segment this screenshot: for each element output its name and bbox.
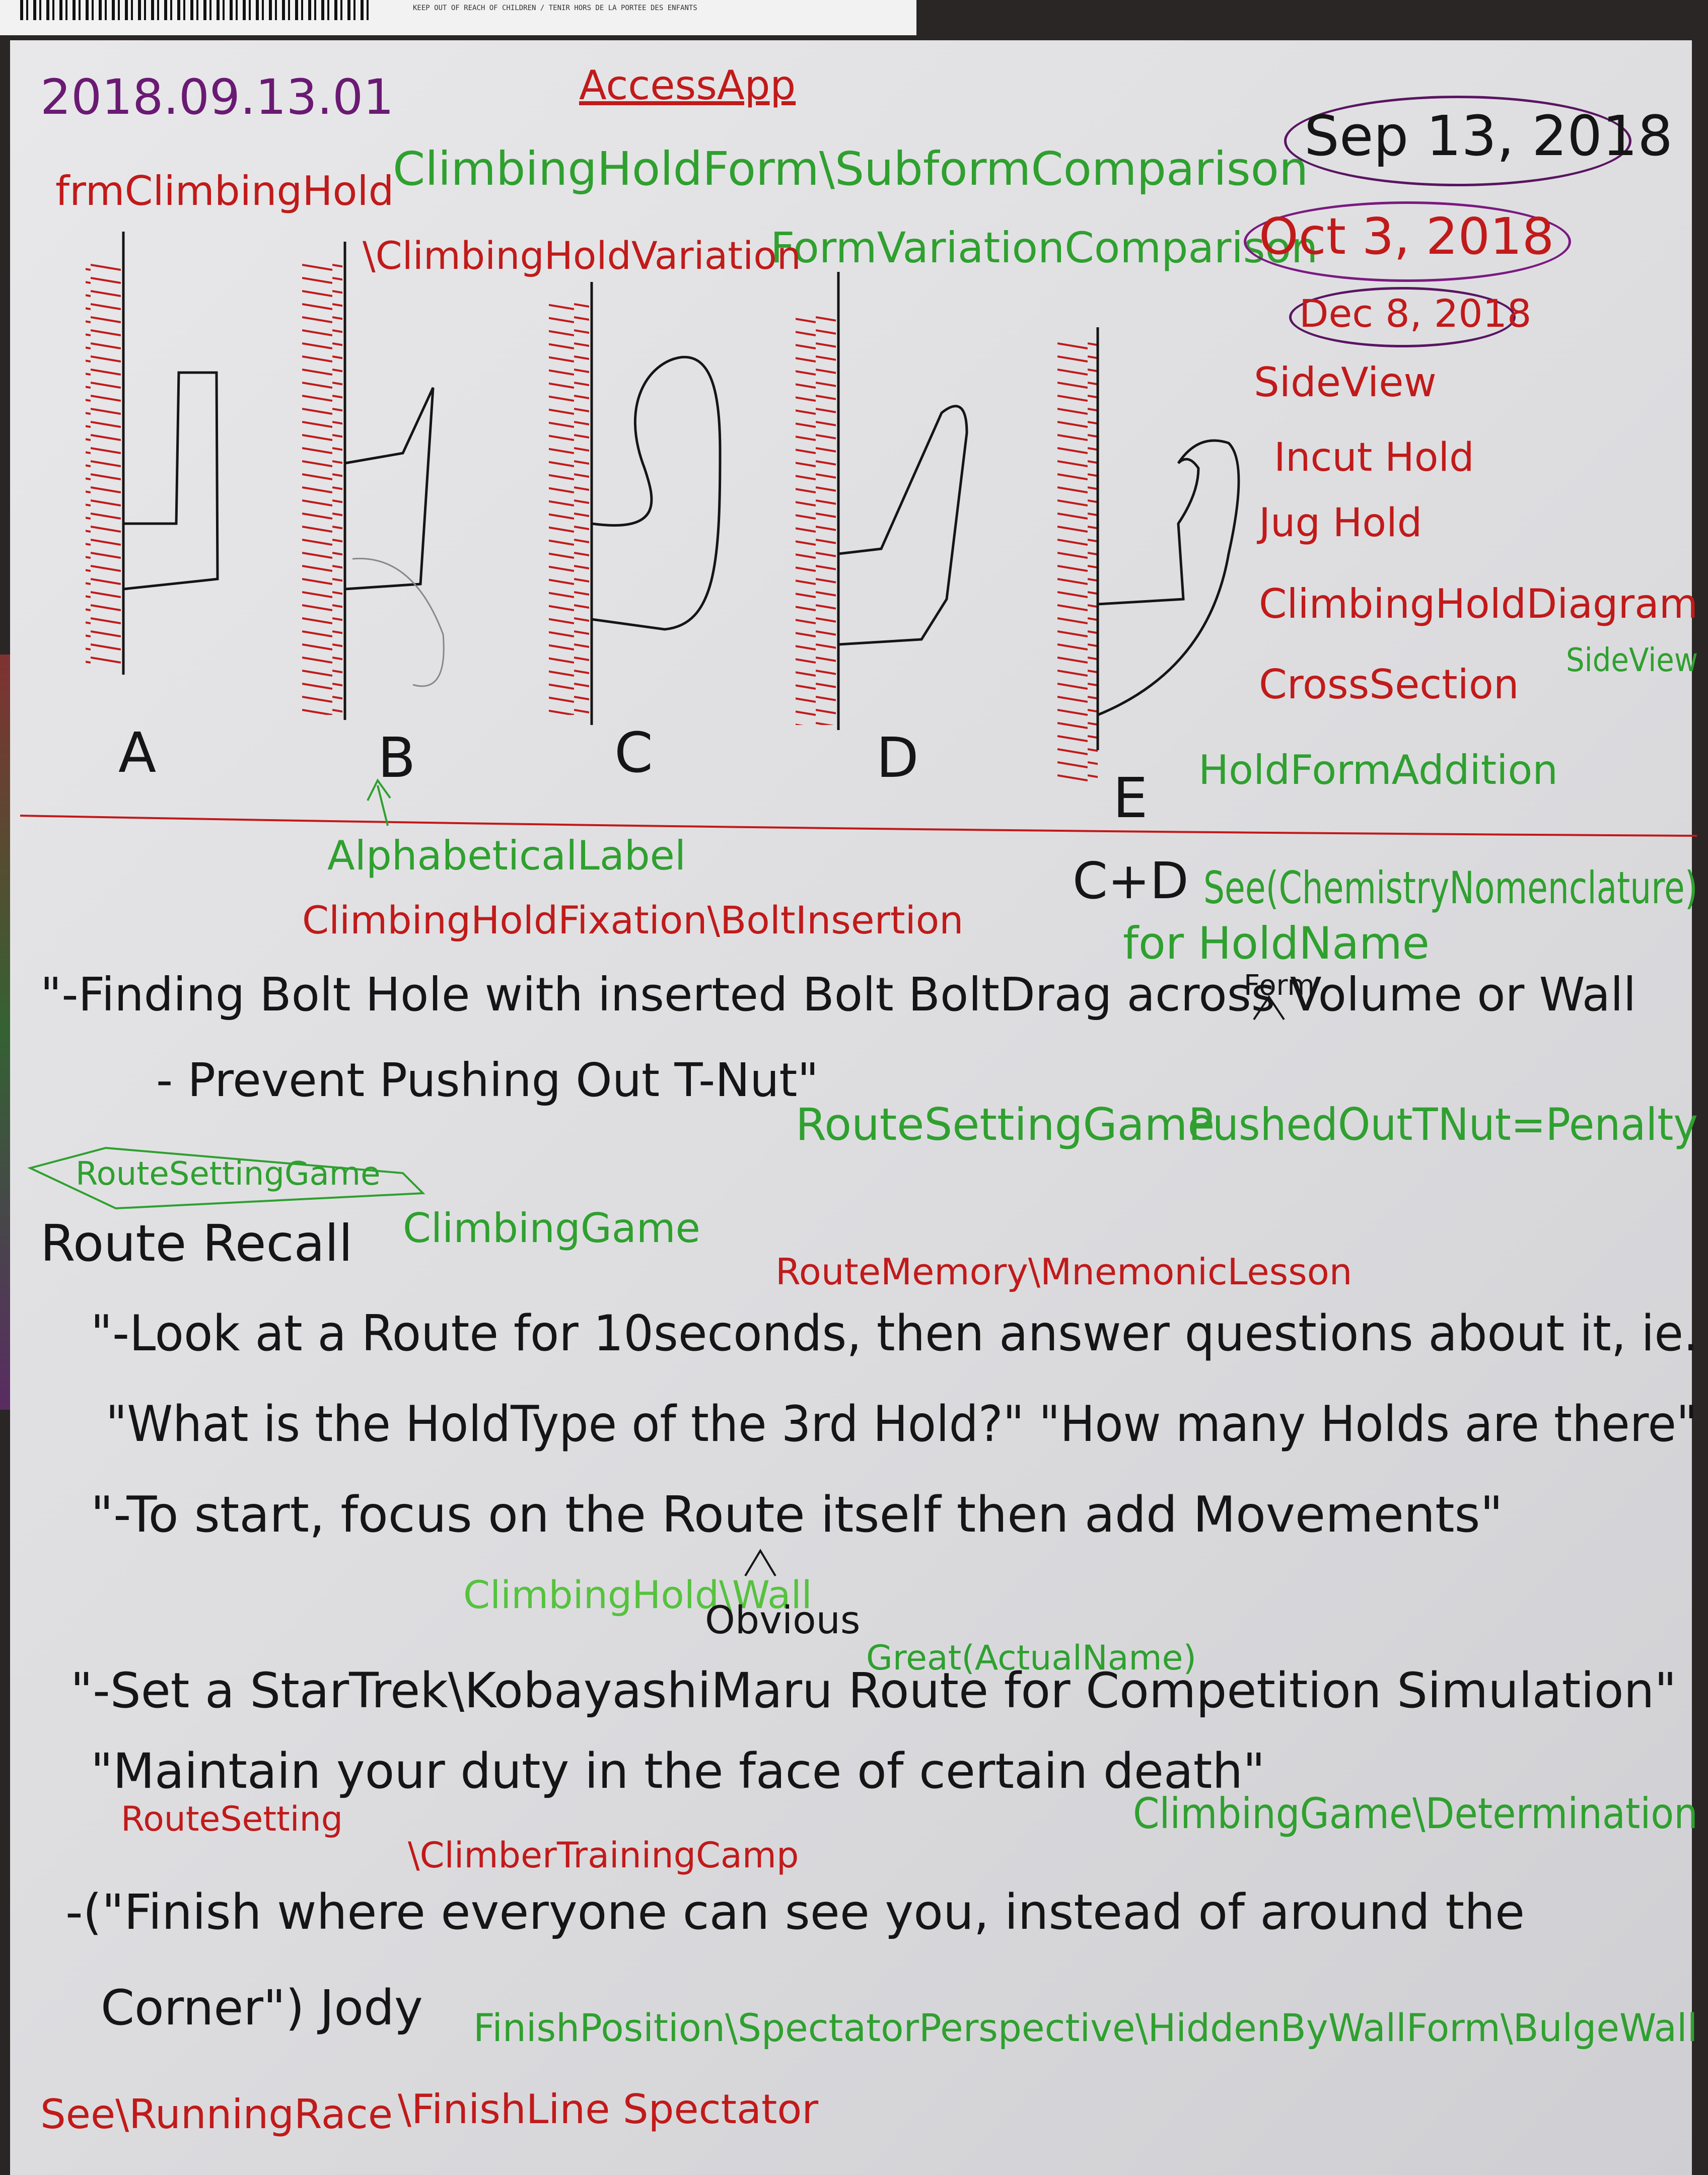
for-hold-name: for HoldName	[1123, 917, 1430, 969]
date-1: Sep 13, 2018	[1304, 104, 1673, 168]
see-chemistry-nomenclature: See(ChemistryNomenclature)	[1203, 862, 1698, 914]
bolt-note-line-1: "-Finding Bolt Hole with inserted Bolt B…	[40, 968, 1636, 1022]
finish-quote-line-2: Corner") Jody	[101, 1980, 423, 2036]
note-sideview-small: SideView	[1566, 642, 1698, 679]
date-3: Dec 8, 2018	[1299, 291, 1532, 336]
date-oval-2	[1244, 201, 1571, 282]
hold-form-addition: HoldFormAddition	[1198, 747, 1558, 793]
hold-label-c: C	[614, 720, 653, 785]
route-setting-game-label: RouteSettingGame	[796, 1099, 1215, 1150]
climbing-game-determination: ClimbingGame\Determination	[1133, 1789, 1698, 1838]
startrek-line: "-Set a StarTrek\KobayashiMaru Route for…	[70, 1662, 1677, 1719]
great-actual-name: Great(ActualName)	[866, 1638, 1197, 1678]
recall-line-1: "-Look at a Route for 10seconds, then an…	[91, 1305, 1698, 1362]
barcode	[20, 0, 373, 20]
form-name: frmClimbingHold	[55, 168, 394, 214]
hold-c-diagram	[549, 282, 722, 725]
bolt-note-line-2: - Prevent Pushing Out T-Nut"	[156, 1053, 819, 1107]
maintain-duty-line: "Maintain your duty in the face of certa…	[91, 1743, 1265, 1799]
climber-training-camp: \ClimberTrainingCamp	[408, 1835, 799, 1876]
route-memory-label: RouteMemory\MnemonicLesson	[775, 1251, 1353, 1293]
finish-line-spectator: \FinishLine Spectator	[398, 2086, 819, 2133]
paper-sheet	[10, 40, 1692, 2175]
note-sideview: SideView	[1254, 359, 1437, 406]
climbing-game-label: ClimbingGame	[403, 1205, 700, 1252]
route-setting-game-box-label: RouteSettingGame	[76, 1155, 381, 1193]
date-oval-3	[1289, 287, 1516, 347]
recall-line-2: "What is the HoldType of the 3rd Hold?" …	[106, 1396, 1698, 1453]
document-code: 2018.09.13.01	[40, 69, 394, 125]
alphabetical-label: AlphabeticalLabel	[327, 832, 686, 879]
form-caret-label: Form	[1244, 969, 1315, 1002]
see-running-race: See\RunningRace	[40, 2091, 393, 2138]
variation-label: \ClimbingHoldVariation	[363, 233, 801, 278]
form-variation-label: FormVariationComparison	[770, 223, 1318, 272]
package-fine-print: KEEP OUT OF REACH OF CHILDREN / TENIR HO…	[413, 4, 697, 12]
route-recall-heading: Route Recall	[40, 1214, 353, 1273]
hold-d-diagram	[796, 272, 968, 730]
hold-b-diagram	[302, 242, 445, 720]
finish-quote-line-1: -("Finish where everyone can see you, in…	[65, 1884, 1525, 1940]
note-jug-hold: Jug Hold	[1259, 500, 1422, 546]
obvious-label: Obvious	[705, 1598, 861, 1642]
hold-a-diagram	[86, 232, 219, 675]
form-comparison-label: ClimbingHoldForm\SubformComparison	[393, 142, 1309, 196]
finish-position-label: FinishPosition\SpectatorPerspective\Hidd…	[473, 2005, 1698, 2050]
hold-label-e: E	[1113, 766, 1148, 830]
climbing-hold-wall-label: ClimbingHold\Wall	[463, 1572, 812, 1617]
hold-label-b: B	[378, 726, 416, 790]
date-oval-1	[1284, 96, 1631, 186]
hold-label-d: D	[876, 726, 919, 790]
recall-line-3: "-To start, focus on the Route itself th…	[91, 1486, 1503, 1544]
route-setting-label: RouteSetting	[121, 1799, 343, 1839]
date-2: Oct 3, 2018	[1259, 207, 1554, 266]
note-incut-hold: Incut Hold	[1274, 435, 1474, 480]
hold-label-a: A	[118, 720, 157, 785]
package-label-strip: KEEP OUT OF REACH OF CHILDREN / TENIR HO…	[0, 0, 916, 35]
pushed-out-penalty: PushedOutTNut=Penalty	[1188, 1099, 1698, 1150]
note-cross-section: CrossSection	[1259, 661, 1519, 708]
note-hold-diagram: ClimbingHoldDiagram	[1259, 581, 1698, 627]
left-edge-marks	[0, 655, 10, 1410]
cd-note: C+D	[1073, 851, 1189, 910]
page-title: AccessApp	[579, 62, 796, 109]
fixation-heading: ClimbingHoldFixation\BoltInsertion	[302, 898, 964, 942]
hold-e-diagram	[1057, 327, 1240, 785]
